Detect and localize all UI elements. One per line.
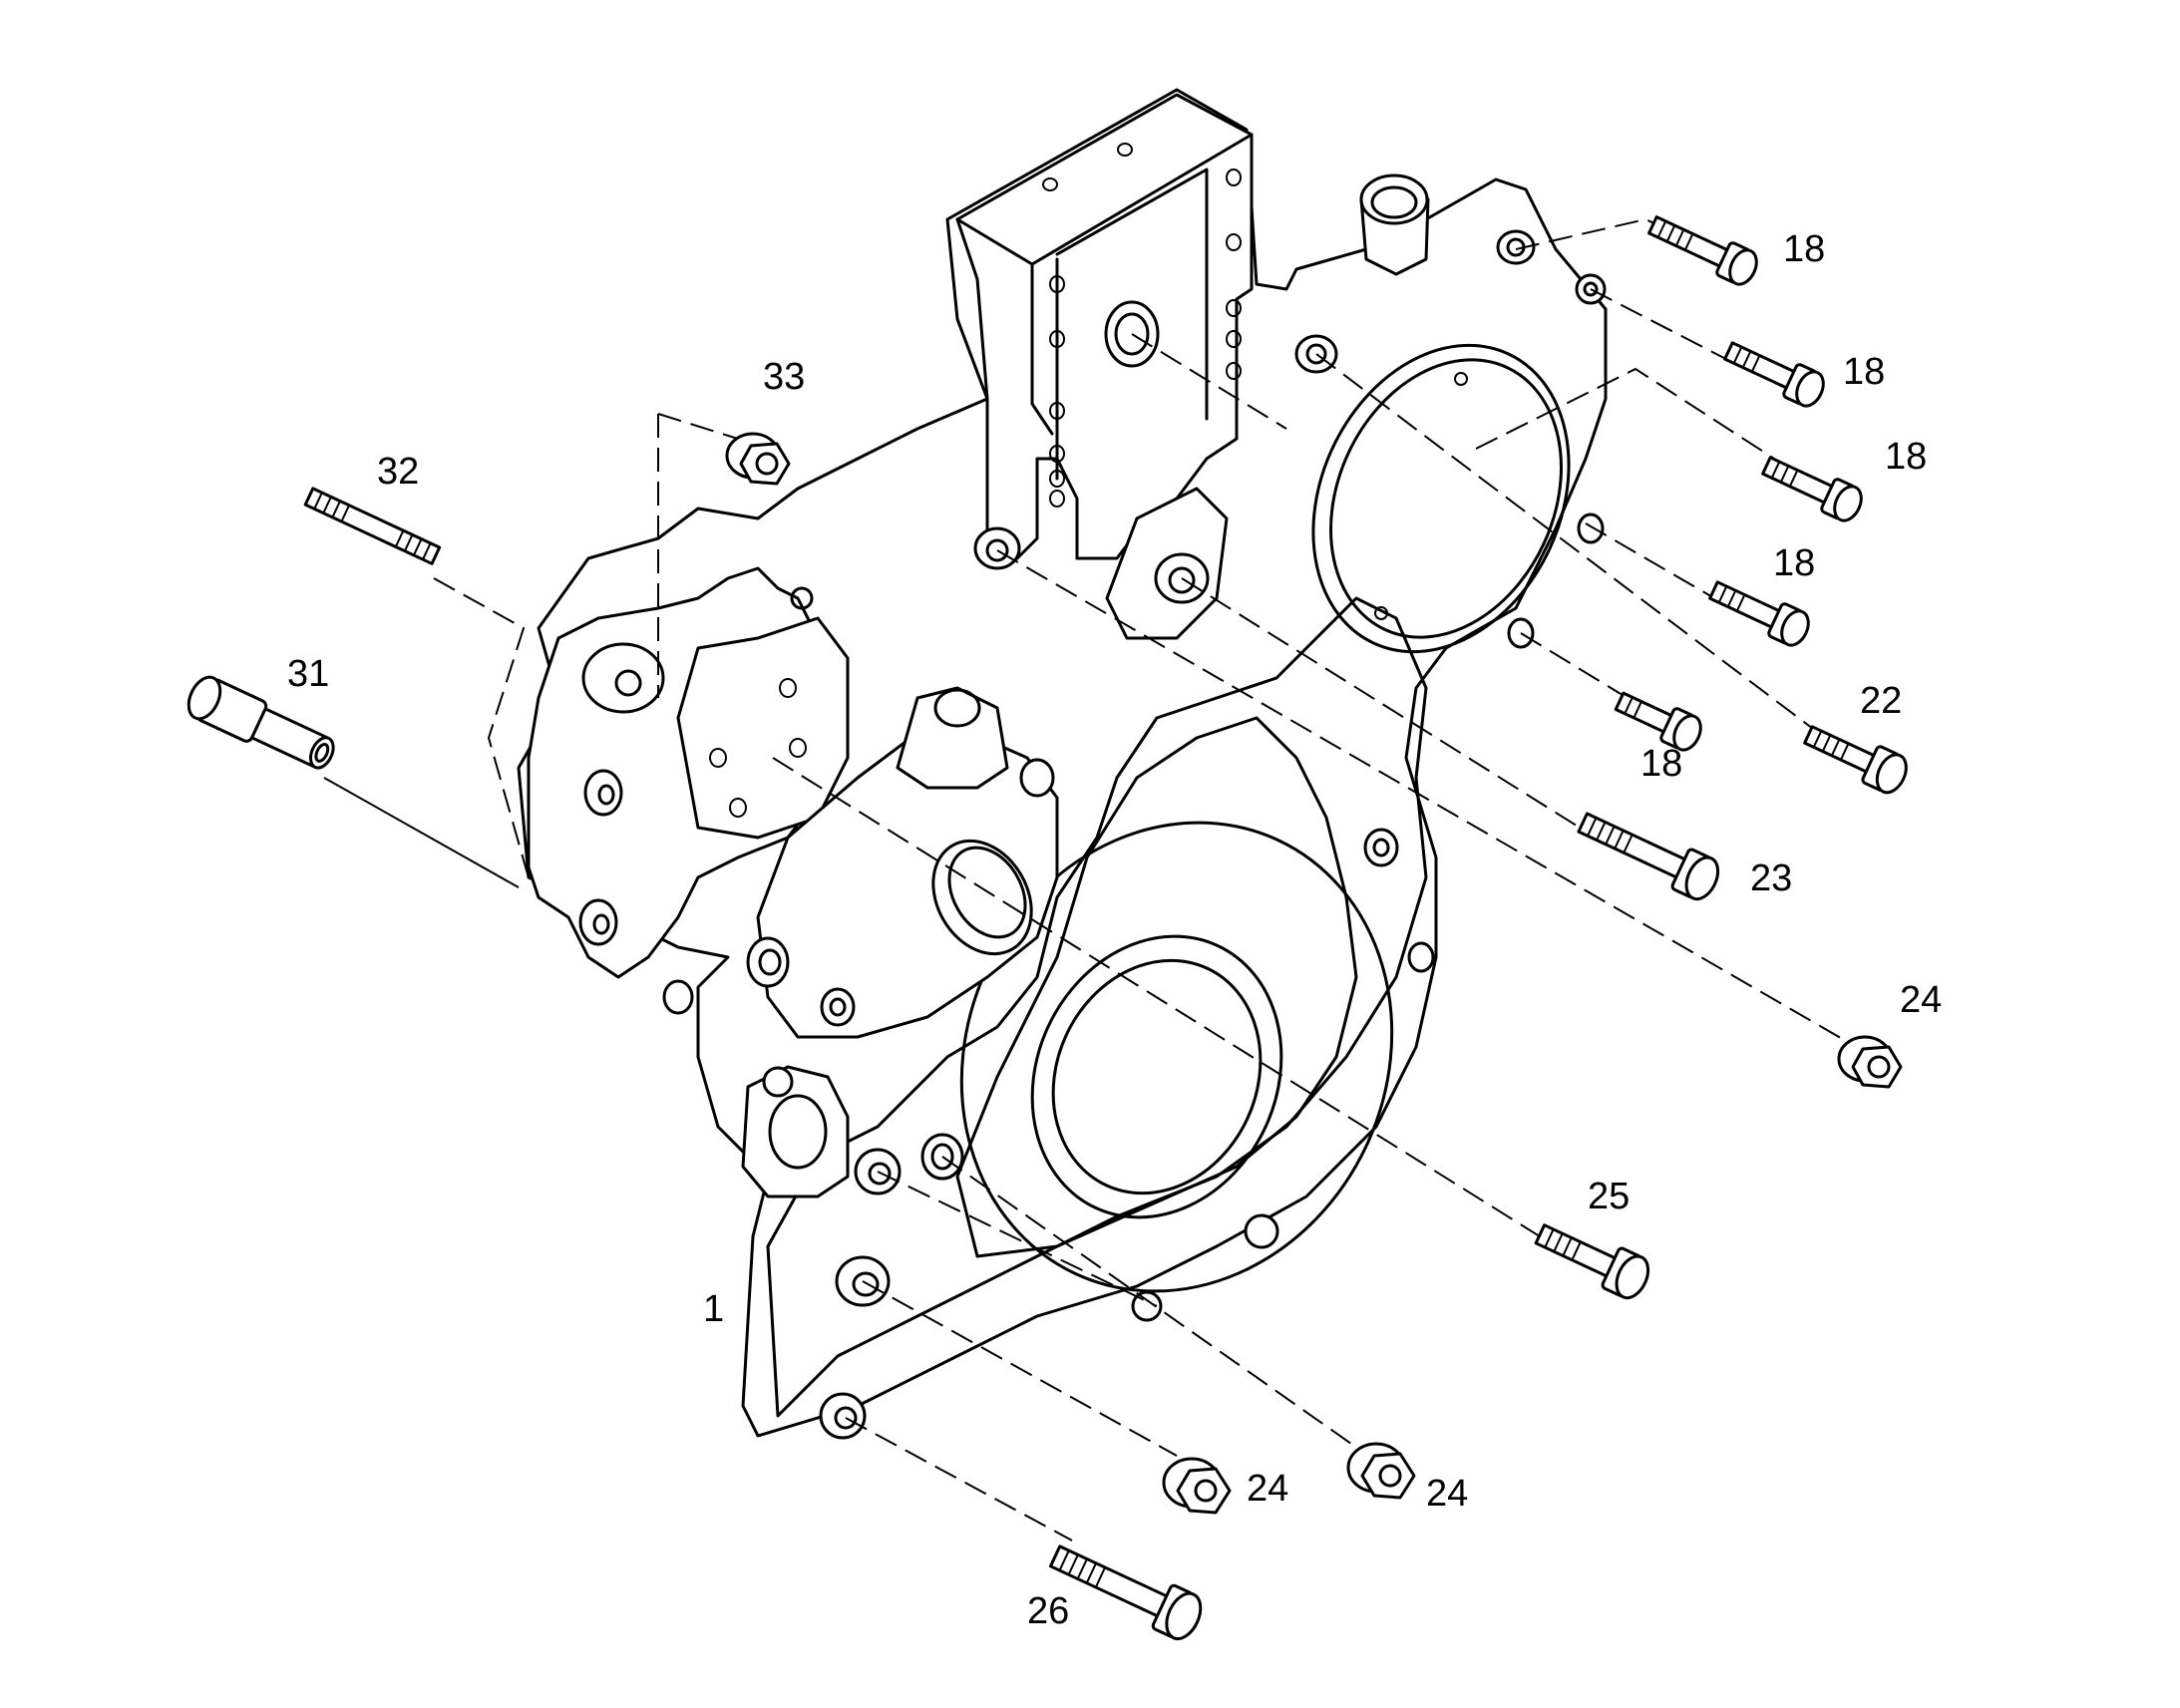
fitting-31 xyxy=(186,675,335,770)
nut-24a xyxy=(1837,1035,1903,1089)
part-labels: 1 18 18 18 18 18 22 23 24 24 24 25 26 31… xyxy=(287,228,1942,1632)
label-18e: 18 xyxy=(1640,743,1682,785)
right-cover-plate xyxy=(1311,173,1571,654)
bolt-23 xyxy=(1577,812,1720,901)
label-24a: 24 xyxy=(1900,979,1942,1021)
bolt-18a xyxy=(1647,215,1758,286)
label-26: 26 xyxy=(1027,1590,1069,1632)
oil-pump-housing xyxy=(527,566,850,1015)
bolt-25 xyxy=(1534,1223,1650,1300)
label-18c: 18 xyxy=(1885,436,1927,478)
label-24b: 24 xyxy=(1247,1468,1288,1510)
bolt-22 xyxy=(1803,725,1908,795)
bolt-18d xyxy=(1708,580,1810,647)
label-25: 25 xyxy=(1588,1176,1630,1217)
label-1: 1 xyxy=(703,1288,724,1330)
bracket-holes xyxy=(1042,143,1242,508)
label-22: 22 xyxy=(1860,680,1902,722)
nut-24b xyxy=(1162,1457,1232,1515)
label-18a: 18 xyxy=(1783,228,1825,270)
label-32: 32 xyxy=(377,451,419,493)
label-33: 33 xyxy=(763,356,805,398)
nut-33 xyxy=(725,432,791,486)
label-31: 31 xyxy=(287,653,329,695)
bolt-26 xyxy=(1048,1544,1203,1641)
bolt-18e xyxy=(1614,691,1702,752)
label-24c: 24 xyxy=(1426,1473,1468,1515)
nut-24c xyxy=(1346,1442,1416,1500)
label-23: 23 xyxy=(1750,857,1792,899)
bolt-18c xyxy=(1761,456,1863,522)
timing-cover-housing xyxy=(517,88,1608,1440)
stud-32 xyxy=(303,487,442,565)
label-18d: 18 xyxy=(1773,542,1815,584)
water-outlet-housing xyxy=(746,686,1059,1039)
leader-lines xyxy=(323,217,1866,1541)
label-18b: 18 xyxy=(1843,351,1885,393)
bolt-18b xyxy=(1723,341,1825,408)
